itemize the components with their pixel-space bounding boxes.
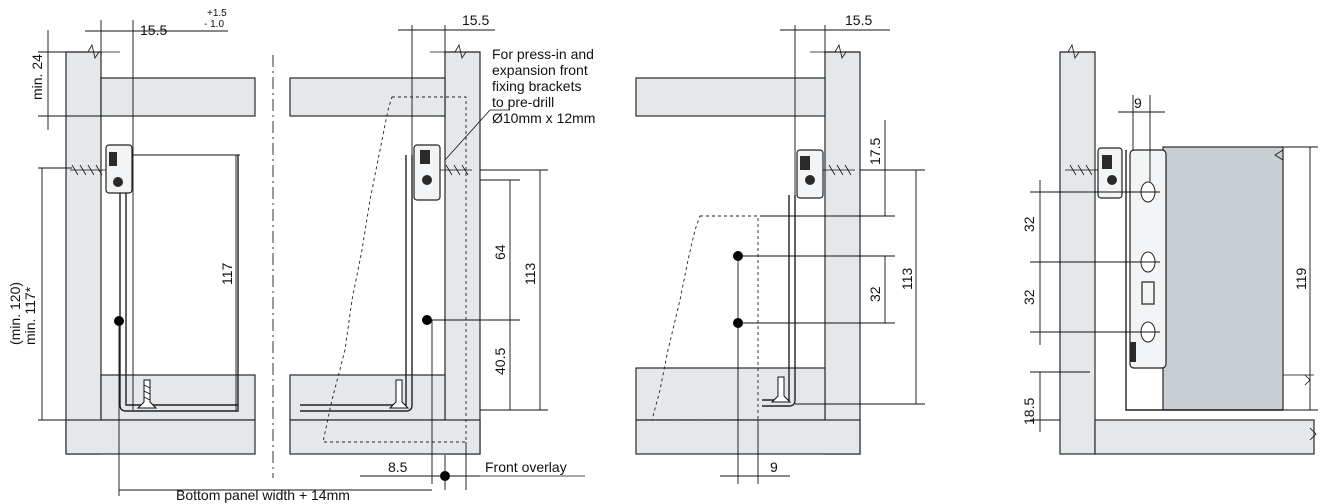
right-drawer-side	[300, 155, 413, 412]
note-front-overlay: Front overlay	[485, 459, 567, 475]
front-overlay-outline	[322, 96, 467, 443]
left-side-panel	[65, 51, 102, 455]
front-panel-bottom	[100, 374, 256, 421]
view3-side-panel	[1059, 51, 1096, 455]
note-predrill-2: expansion front	[492, 62, 588, 78]
dim-64: 64	[492, 244, 508, 260]
front-panel-lower	[65, 419, 256, 455]
right-front-panel-bottom	[289, 374, 446, 421]
view2-drawer-side	[762, 195, 796, 407]
right-front-panel-lower	[289, 419, 481, 455]
right-front-panel-top	[289, 77, 446, 117]
note-predrill-1: For press-in and	[492, 46, 594, 62]
right-section-view	[289, 43, 481, 481]
view1-dimensions: 15.5 +1.5 - 1.0 min. 24 (min. 120) min. …	[7, 8, 595, 503]
dim-32-view3-bottom: 32	[1021, 289, 1037, 305]
front-panel-top	[100, 77, 256, 117]
view3-drawer-box	[1162, 146, 1284, 411]
left-section-view	[65, 43, 256, 455]
dim-32-view2: 32	[867, 286, 883, 302]
view2-front-outline	[651, 215, 759, 421]
dim-119: 119	[1293, 267, 1309, 290]
left-bottom-screw	[136, 379, 158, 409]
dim-8-5: 8.5	[388, 459, 408, 475]
dim-9-view3: 9	[1134, 95, 1142, 111]
dim-32-view3-top: 32	[1021, 216, 1037, 232]
view2-front-lower	[635, 419, 861, 455]
dim-9-view2: 9	[770, 459, 778, 475]
right-side-panel	[444, 51, 481, 455]
note-bottom-panel-width: Bottom panel width + 14mm	[176, 487, 350, 503]
dim-15-5-toleranced: 15.5	[140, 22, 167, 38]
dim-18-5: 18.5	[1021, 398, 1037, 425]
view2-side-panel	[824, 51, 861, 455]
dim-113-view2: 113	[899, 267, 915, 290]
dim-113-left: 113	[522, 262, 538, 285]
left-drawer-side	[119, 155, 239, 412]
view2-section: 15.5 17.5 32 113 9	[635, 12, 925, 484]
view2-bottom-screw	[770, 376, 792, 403]
right-bottom-screw	[388, 379, 410, 409]
tolerance-minus: - 1.0	[204, 19, 224, 30]
dim-40-5: 40.5	[492, 348, 508, 375]
view2-front-bottom	[635, 367, 826, 421]
dim-15-5-view2: 15.5	[845, 12, 872, 28]
view3-side-view: 9 32 32 18.5 119	[1021, 43, 1318, 455]
note-predrill-4: to pre-drill	[492, 94, 554, 110]
view3-bottom-panel	[1094, 419, 1315, 455]
dim-17-5: 17.5	[867, 138, 883, 165]
dim-min-117: min. 117*	[22, 286, 38, 345]
tolerance-plus: +1.5	[207, 8, 227, 19]
dim-117: 117	[219, 262, 235, 285]
dim-min-24: min. 24	[29, 54, 45, 100]
note-predrill-5: Ø10mm x 12mm	[492, 110, 595, 126]
dim-15-5-right: 15.5	[462, 12, 489, 28]
dim-min-120: (min. 120)	[7, 282, 23, 345]
view2-front-top	[635, 77, 826, 117]
note-predrill-3: fixing brackets	[492, 78, 581, 94]
